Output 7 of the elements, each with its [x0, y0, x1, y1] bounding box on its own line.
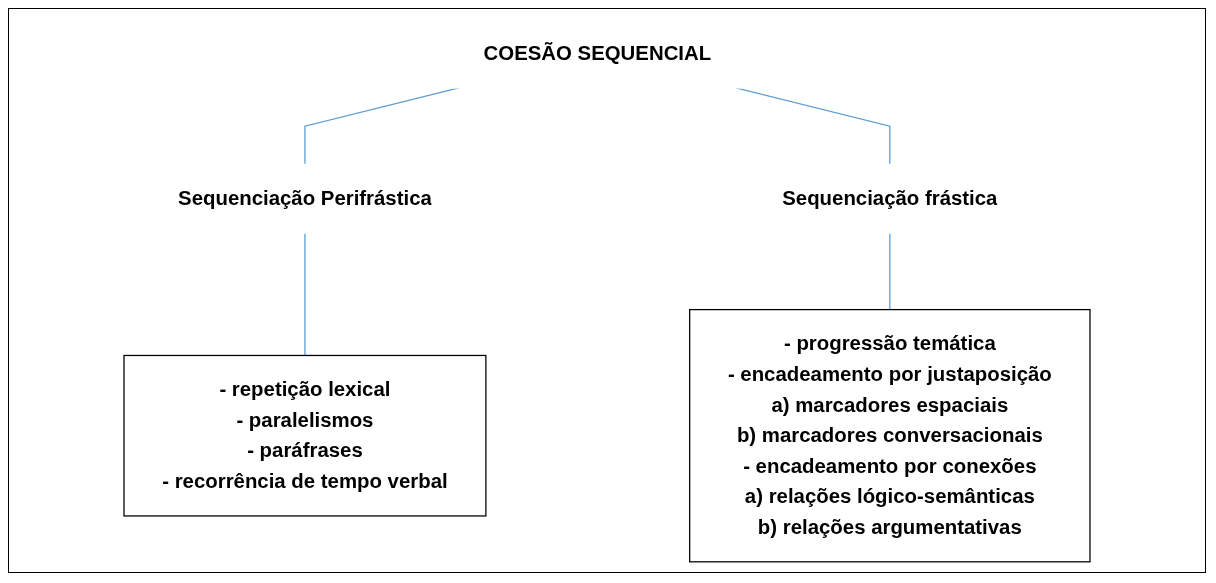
connector — [304, 232, 306, 357]
node-text: Sequenciação frástica — [782, 187, 998, 209]
node-box: - repetição lexical - paralelismos - paráfrases - recorrência de tempo verbal — [123, 354, 487, 517]
connector — [889, 232, 891, 311]
node-box: - progressão temática - encadeamento por justaposição a) marcadores espaciais b) marcadores conversacionais - encadeamento por conexões a) relações lógico-semânticas b) relações argumentativas — [689, 308, 1091, 563]
node-text: Sequenciação Perifrástica — [178, 187, 432, 209]
node-text: COESÃO SEQUENCIAL — [483, 42, 712, 64]
